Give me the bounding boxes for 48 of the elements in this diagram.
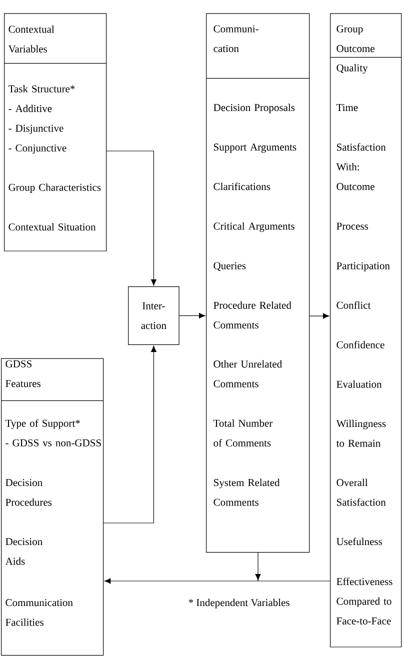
- variable-box: [330, 13, 402, 648]
- list-item: Support Arguments: [214, 144, 296, 153]
- variable-box: [4, 13, 107, 252]
- box-heading: Communi- cation: [214, 25, 258, 52]
- list-item: Evaluation: [336, 380, 382, 388]
- list-item: Type of Support*: [6, 419, 80, 429]
- list-item: - GDSS vs non-GDSS: [6, 439, 101, 446]
- list-item: - Disjunctive: [8, 124, 64, 134]
- variable-box: [0, 358, 104, 656]
- list-item: Group Characteristics: [8, 184, 101, 194]
- list-item: Total Number of Comments: [214, 419, 273, 447]
- list-item: - Additive: [8, 104, 52, 112]
- box-heading: Contextual Variables: [8, 25, 54, 53]
- list-item: Decision Proposals: [214, 104, 295, 114]
- list-item: Other Unrelated Comments: [214, 360, 282, 388]
- list-item: Process: [336, 222, 368, 230]
- list-item: Decision Aids: [5, 538, 42, 565]
- footnote: * Independent Variables: [188, 598, 290, 608]
- list-item: Confidence: [336, 340, 384, 348]
- arrow: [179, 312, 206, 318]
- list-item: Critical Arguments: [214, 222, 294, 232]
- arrow: [103, 346, 156, 524]
- list-item: Task Structure*: [8, 85, 75, 92]
- list-item: Conflict: [336, 301, 371, 309]
- list-item: Satisfaction With:: [336, 143, 386, 170]
- process-box: Inter- action: [128, 286, 180, 345]
- list-item: Contextual Situation: [8, 223, 96, 230]
- arrow: [309, 313, 330, 319]
- list-item: Effectiveness Compared to Face-to-Face: [336, 578, 392, 625]
- connector-line: [258, 580, 330, 582]
- list-item: Queries: [214, 262, 246, 271]
- box-heading: GDSS Features: [6, 360, 40, 388]
- box-heading: Group Outcome: [336, 25, 374, 52]
- list-item: Participation: [336, 262, 390, 272]
- list-item: Decision Procedures: [6, 479, 52, 506]
- list-item: Outcome: [336, 183, 374, 190]
- list-item: System Related Comments: [214, 478, 280, 506]
- arrow: [106, 150, 156, 286]
- list-item: Clarifications: [214, 182, 270, 190]
- list-item: Overall Satisfaction: [336, 478, 386, 506]
- list-item: Procedure Related Comments: [214, 301, 292, 329]
- list-item: - Conjunctive: [8, 144, 66, 154]
- list-item: Usefulness: [336, 538, 382, 546]
- list-item: Willingness to Remain: [336, 420, 386, 447]
- variable-box: [206, 13, 310, 553]
- list-item: Time: [336, 104, 358, 112]
- list-item: Communication Facilities: [6, 599, 73, 626]
- list-item: Quality: [336, 64, 368, 74]
